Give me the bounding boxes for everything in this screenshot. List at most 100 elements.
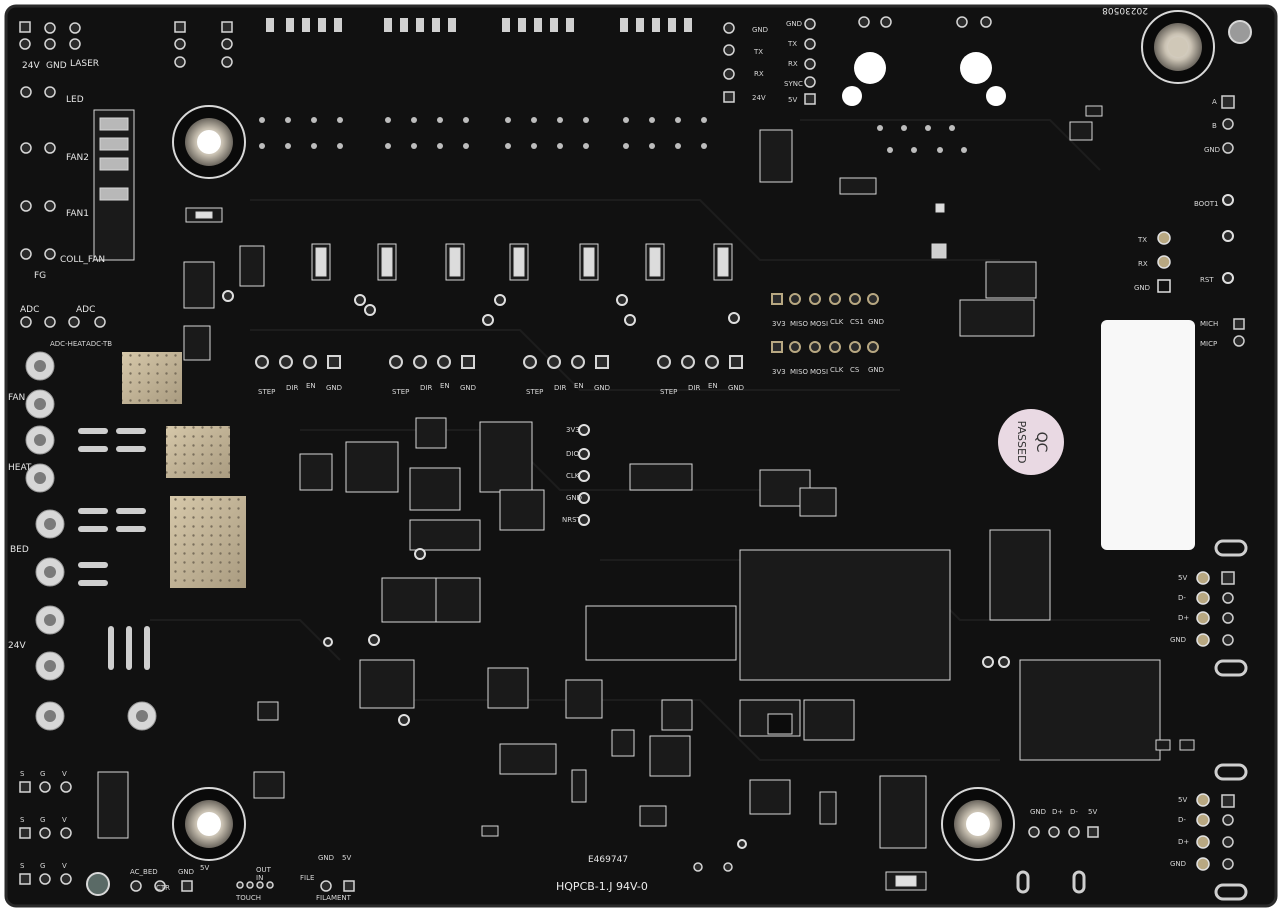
top-connector-pads [266, 18, 692, 32]
label-fan: FAN [8, 393, 25, 403]
label-adc-tb: ADC-TB [86, 340, 112, 348]
label-coll-fan: COLL_FAN [60, 255, 105, 265]
label-gnd-uart: GND [752, 26, 768, 34]
through-holes-top [842, 52, 1006, 106]
label-5v-usb1: 5V [1178, 574, 1187, 582]
label-dir-2: DIR [420, 384, 432, 392]
label-en-1: EN [306, 382, 316, 390]
label-led: LED [66, 95, 84, 105]
label-gnd-usb1: GND [1170, 636, 1186, 644]
label-miso-b: MISO [790, 368, 809, 376]
thermal-pads [122, 352, 246, 588]
label-gnd-3: GND [594, 384, 610, 392]
blank-label-sticker [1101, 320, 1195, 550]
date-code: 20230508 [1102, 5, 1148, 15]
label-v-2: V [62, 816, 67, 824]
label-nrst: NRST [562, 516, 582, 524]
small-hole-top-right [1228, 20, 1252, 44]
label-s-3: S [20, 862, 25, 870]
pcb-board [6, 6, 1276, 906]
label-dminus-usb2: D- [1178, 816, 1186, 824]
label-gnd-spi-a: GND [868, 318, 884, 326]
small-hole-bottom-left [86, 872, 110, 896]
label-mosi-a: MOSI [810, 320, 828, 328]
label-gnd-bed: GND [178, 868, 194, 876]
label-cs: CS [850, 366, 860, 374]
label-step-2: STEP [392, 388, 409, 396]
test-points [222, 194, 1234, 849]
label-dplus-usb1: D+ [1178, 614, 1189, 622]
label-g-1: G [40, 770, 45, 778]
label-tx-sync: TX [787, 40, 797, 48]
label-rx-sync: RX [788, 60, 798, 68]
label-micp: MICP [1200, 340, 1217, 348]
label-ac-bed: AC_BED [130, 868, 158, 876]
label-gnd-sync: GND [786, 20, 802, 28]
label-gnd-swd: GND [566, 494, 582, 502]
label-gnd-spi-b: GND [868, 366, 884, 374]
label-gnd-filament: GND [318, 854, 334, 862]
label-clk-swd: CLK [566, 472, 580, 480]
label-en-4: EN [708, 382, 718, 390]
label-gnd-top: GND [46, 61, 67, 71]
board-model: HQPCB-1.J 94V-0 [556, 880, 648, 893]
label-dplus-usb3: D+ [1052, 808, 1063, 816]
label-24v-uart: 24V [752, 94, 766, 102]
label-gnd-1: GND [326, 384, 342, 392]
label-dminus-usb3: D- [1070, 808, 1078, 816]
bottom-connector-pads [130, 826, 1099, 892]
label-en-2: EN [440, 382, 450, 390]
label-in: IN [256, 874, 263, 882]
silkscreen-labels: 20230508 24V GND LASER LED FAN2 FAN1 COL… [8, 5, 1220, 902]
label-mich: MICH [1200, 320, 1218, 328]
label-v-3: V [62, 862, 67, 870]
label-cs1: CS1 [850, 318, 864, 326]
label-5v-usb3: 5V [1088, 808, 1097, 816]
label-adc-2: ADC [76, 305, 95, 315]
right-edge-pads [1016, 539, 1248, 901]
label-step-4: STEP [660, 388, 677, 396]
label-5v-usb2: 5V [1178, 796, 1187, 804]
label-touch: TOUCH [235, 894, 261, 902]
left-column-pads [19, 21, 233, 885]
label-sync: SYNC [784, 80, 803, 88]
label-3v3-b: 3V3 [772, 368, 786, 376]
label-rst: RST [1200, 276, 1214, 284]
label-24v-bed: 24V [8, 641, 26, 651]
label-g-2: G [40, 816, 45, 824]
label-clk-b: CLK [830, 366, 844, 374]
label-24v: 24V [22, 61, 40, 71]
label-tx-top: TX [753, 48, 763, 56]
label-step-1: STEP [258, 388, 275, 396]
label-s-2: S [20, 816, 25, 824]
label-fg: FG [34, 271, 46, 281]
label-en-3: EN [574, 382, 584, 390]
label-gnd-usb2: GND [1170, 860, 1186, 868]
spi-header [771, 293, 879, 353]
label-v-1: V [62, 770, 67, 778]
label-adc-heat: ADC-HEAT [50, 340, 87, 348]
top-pin-column [723, 16, 992, 105]
label-fan1: FAN1 [66, 209, 89, 219]
label-dir-3: DIR [554, 384, 566, 392]
label-5v-filament: 5V [342, 854, 351, 862]
label-ctr: CTR [156, 884, 170, 892]
label-out: OUT [256, 866, 272, 874]
mounting-hole-top-right [1141, 10, 1215, 84]
qc-text: QC [1033, 432, 1049, 453]
label-dir-1: DIR [286, 384, 298, 392]
board-serial: E469747 [588, 855, 628, 865]
label-step-3: STEP [526, 388, 543, 396]
label-rx-top: RX [754, 70, 764, 78]
label-filament: FILAMENT [316, 894, 352, 902]
mounting-hole-bottom-left [172, 787, 246, 861]
label-bed: BED [10, 545, 29, 555]
label-adc-1: ADC [20, 305, 39, 315]
right-header-pins [1157, 95, 1245, 871]
passed-text: PASSED [1015, 421, 1028, 464]
mounting-hole-bottom-mid [941, 787, 1015, 861]
label-dio: DIO [566, 450, 579, 458]
label-5v-sync: 5V [788, 96, 797, 104]
qc-passed-sticker: QC PASSED [998, 409, 1064, 475]
